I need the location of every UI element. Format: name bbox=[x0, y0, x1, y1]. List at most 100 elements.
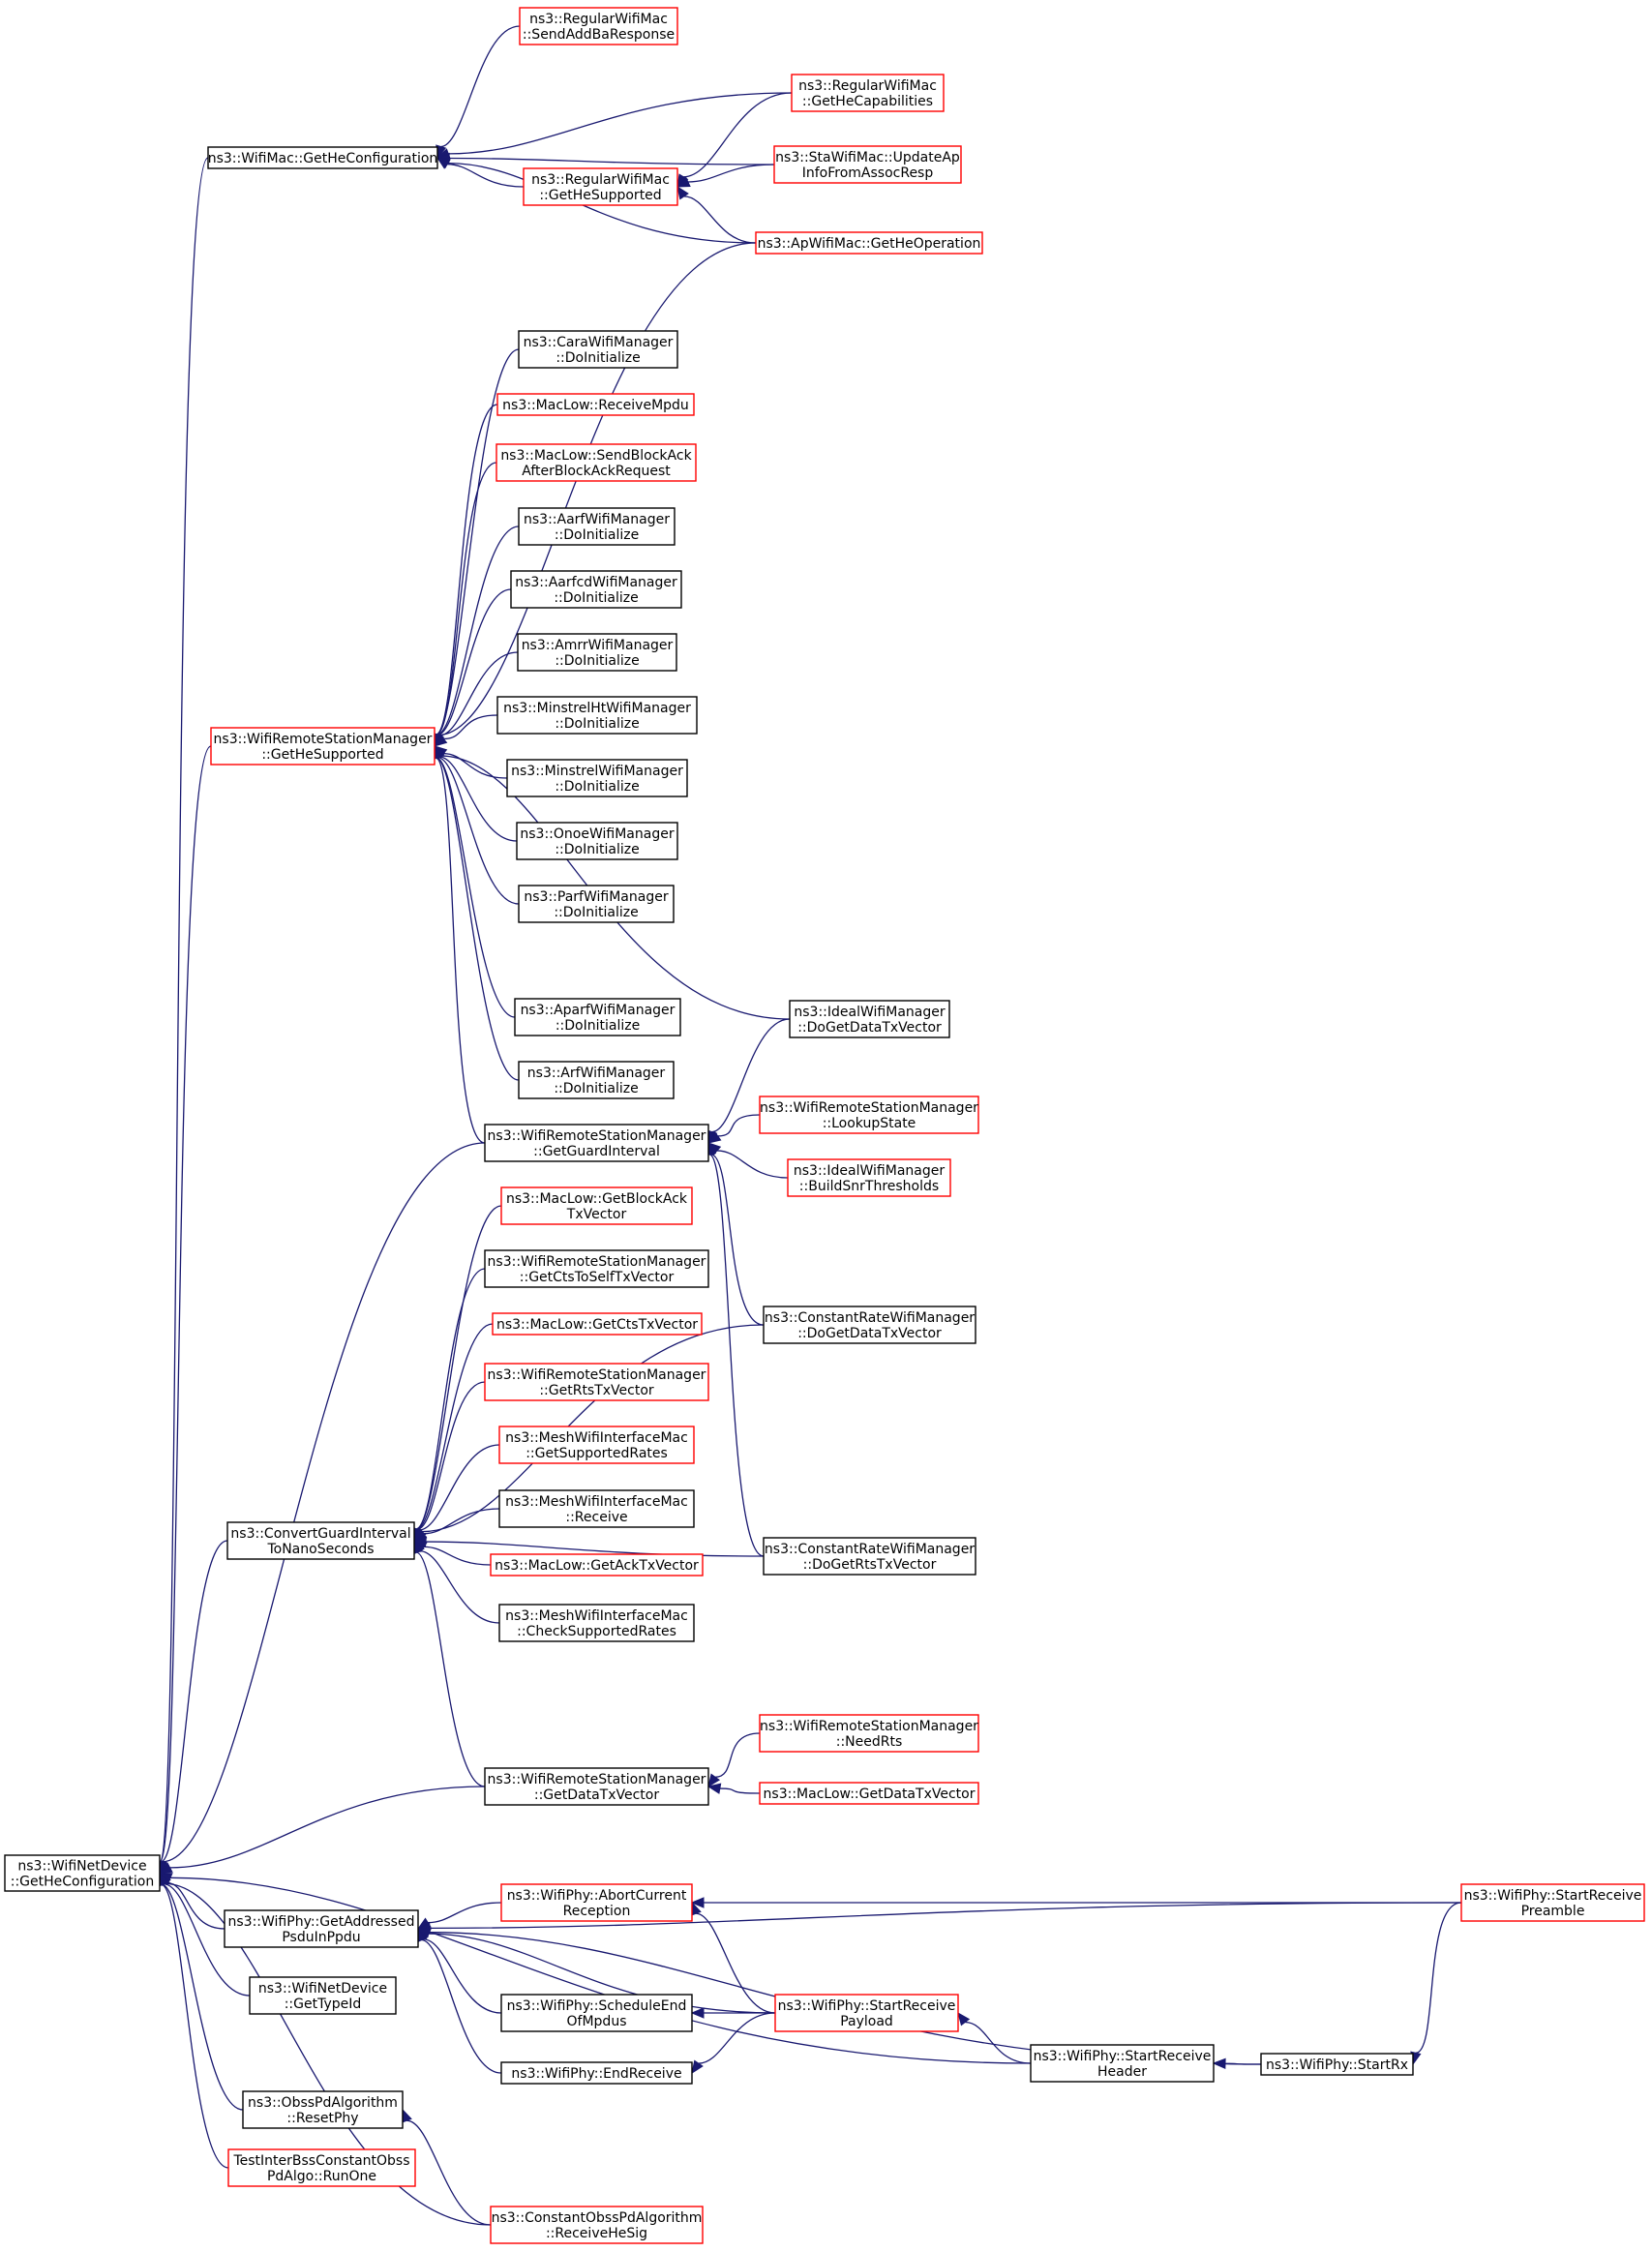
node-label-line: ::GetHeConfiguration bbox=[11, 1875, 154, 1890]
node-ideal_buildsnr[interactable]: ns3::IdealWifiManager::BuildSnrThreshold… bbox=[787, 1158, 951, 1197]
node-box bbox=[227, 2148, 416, 2187]
node-maclow_getack[interactable]: ns3::MacLow::GetAckTxVector bbox=[490, 1553, 704, 1576]
node-label-line: ::DoInitialize bbox=[555, 527, 639, 543]
node-box bbox=[514, 998, 681, 1036]
node-label-line: AfterBlockAckRequest bbox=[522, 464, 671, 479]
node-box bbox=[1260, 2053, 1414, 2076]
node-label-line: ns3::WifiPhy::ScheduleEnd bbox=[507, 1998, 687, 2014]
node-label-line: ns3::ArfWifiManager bbox=[527, 1066, 666, 1081]
node-sta_update[interactable]: ns3::StaWifiMac::UpdateApInfoFromAssocRe… bbox=[773, 145, 962, 184]
node-mesh_receive[interactable]: ns3::MeshWifiInterfaceMac::Receive bbox=[498, 1489, 695, 1528]
node-box bbox=[484, 1249, 709, 1288]
edge-maclow_recvmpdu-to-rsm_getheSupported bbox=[430, 404, 498, 748]
node-label-line: ::GetHeSupported bbox=[539, 188, 661, 203]
node-minstrel_init[interactable]: ns3::MinstrelWifiManager::DoInitialize bbox=[506, 759, 688, 797]
node-label-line: ns3::WifiPhy::EndReceive bbox=[511, 2066, 681, 2082]
node-box bbox=[763, 1537, 976, 1576]
node-rsm_getctstoself[interactable]: ns3::WifiRemoteStationManager::GetCtsToS… bbox=[484, 1249, 709, 1288]
edge-rsm_getgi-to-rsm_getheSupported bbox=[430, 744, 486, 1144]
node-maclow_recvmpdu[interactable]: ns3::MacLow::ReceiveMpdu bbox=[496, 393, 695, 416]
node-box bbox=[500, 1994, 693, 2032]
node-rsm_getheSupported[interactable]: ns3::WifiRemoteStationManager::GetHeSupp… bbox=[210, 727, 436, 766]
node-label-line: ::DoInitialize bbox=[555, 779, 639, 795]
node-label-line: ::LookupState bbox=[823, 1116, 916, 1131]
node-phy_startrx[interactable]: ns3::WifiPhy::StartRx bbox=[1260, 2053, 1414, 2076]
node-cara_init[interactable]: ns3::CaraWifiManager::DoInitialize bbox=[518, 330, 678, 369]
node-label-line: ns3::WifiRemoteStationManager bbox=[488, 1772, 706, 1787]
node-constobss_receivehesig[interactable]: ns3::ConstantObssPdAlgorithm::ReceiveHeS… bbox=[490, 2206, 704, 2244]
node-obss_resetphy[interactable]: ns3::ObssPdAlgorithm::ResetPhy bbox=[242, 2090, 404, 2129]
node-nd_gettypeid[interactable]: ns3::WifiNetDevice::GetTypeId bbox=[249, 1976, 397, 2015]
node-label-line: ns3::WifiRemoteStationManager bbox=[760, 1719, 978, 1734]
node-ap_getheop[interactable]: ns3::ApWifiMac::GetHeOperation bbox=[755, 231, 983, 255]
node-amrr_init[interactable]: ns3::AmrrWifiManager::DoInitialize bbox=[517, 633, 677, 672]
node-rsm_needrts[interactable]: ns3::WifiRemoteStationManager::NeedRts bbox=[759, 1714, 979, 1753]
node-box bbox=[763, 1306, 976, 1344]
edge-rmac_gethesup-to-mac_gethe bbox=[436, 157, 525, 188]
node-minstrelht_init[interactable]: ns3::MinstrelHtWifiManager::DoInitialize bbox=[496, 696, 698, 735]
node-box bbox=[519, 7, 678, 45]
edge-mesh_checksupported-to-convert_gi bbox=[413, 1539, 500, 1624]
node-phy_endreceive[interactable]: ns3::WifiPhy::EndReceive bbox=[500, 2061, 693, 2085]
node-rsm_getgi[interactable]: ns3::WifiRemoteStationManager::GetGuardI… bbox=[484, 1124, 709, 1162]
edge-rsm_getheSupported-to-netdevice_gethe bbox=[154, 745, 212, 1875]
node-maclow_sendba[interactable]: ns3::MacLow::SendBlockAckAfterBlockAckRe… bbox=[496, 443, 697, 482]
node-label-line: PdAlgo::RunOne bbox=[267, 2169, 376, 2184]
node-maclow_getdatatx[interactable]: ns3::MacLow::GetDataTxVector bbox=[759, 1782, 979, 1805]
node-onoe_init[interactable]: ns3::OnoeWifiManager::DoInitialize bbox=[516, 822, 678, 860]
edge-rsm_getdatatx-to-netdevice_gethe bbox=[158, 1786, 486, 1875]
edge-constrate_getrts-to-rsm_getgi bbox=[704, 1141, 765, 1557]
node-mesh_getsupported[interactable]: ns3::MeshWifiInterfaceMac::GetSupportedR… bbox=[498, 1426, 695, 1464]
node-box bbox=[791, 74, 945, 112]
node-box bbox=[500, 1883, 693, 1922]
node-box bbox=[518, 885, 675, 923]
node-mesh_checksupported[interactable]: ns3::MeshWifiInterfaceMac::CheckSupporte… bbox=[498, 1604, 695, 1642]
node-box bbox=[500, 2061, 693, 2085]
node-aparf_init[interactable]: ns3::AparfWifiManager::DoInitialize bbox=[514, 998, 681, 1036]
node-label-line: ns3::WifiRemoteStationManager bbox=[760, 1100, 978, 1116]
node-box bbox=[484, 1124, 709, 1162]
node-netdevice_gethe[interactable]: ns3::WifiNetDevice::GetHeConfiguration bbox=[4, 1854, 161, 1892]
node-label-line: ns3::AarfcdWifiManager bbox=[515, 575, 677, 590]
node-aarf_init[interactable]: ns3::AarfWifiManager::DoInitialize bbox=[518, 507, 676, 546]
node-parf_init[interactable]: ns3::ParfWifiManager::DoInitialize bbox=[518, 885, 675, 923]
node-box bbox=[523, 167, 678, 206]
node-box bbox=[4, 1854, 161, 1892]
node-label-line: ns3::MeshWifiInterfaceMac bbox=[505, 1494, 688, 1510]
node-box bbox=[210, 727, 436, 766]
node-constrate_getdata[interactable]: ns3::ConstantRateWifiManager::DoGetDataT… bbox=[763, 1306, 976, 1344]
node-label-line: ns3::WifiNetDevice bbox=[17, 1859, 146, 1875]
node-maclow_getcts[interactable]: ns3::MacLow::GetCtsTxVector bbox=[492, 1312, 703, 1336]
node-rmac_gethesup[interactable]: ns3::RegularWifiMac::GetHeSupported bbox=[523, 167, 678, 206]
node-mac_gethe[interactable]: ns3::WifiMac::GetHeConfiguration bbox=[207, 146, 438, 169]
node-label-line: ns3::WifiPhy::StartRx bbox=[1266, 2057, 1408, 2073]
node-rsm_getdatatx[interactable]: ns3::WifiRemoteStationManager::GetDataTx… bbox=[484, 1767, 709, 1806]
node-label-line: ::DoInitialize bbox=[554, 590, 638, 606]
node-label-line: ns3::WifiPhy::StartReceive bbox=[1464, 1888, 1642, 1904]
node-rmac_gethecap[interactable]: ns3::RegularWifiMac::GetHeCapabilities bbox=[791, 74, 945, 112]
node-box bbox=[506, 759, 688, 797]
node-rmac_sendaddba[interactable]: ns3::RegularWifiMac::SendAddBaResponse bbox=[519, 7, 678, 45]
node-label-line: ns3::IdealWifiManager bbox=[794, 1163, 945, 1179]
node-rsm_lookup[interactable]: ns3::WifiRemoteStationManager::LookupSta… bbox=[759, 1096, 979, 1134]
node-label-line: ::GetGuardInterval bbox=[533, 1144, 660, 1159]
node-ideal_getdata[interactable]: ns3::IdealWifiManager::DoGetDataTxVector bbox=[789, 1000, 950, 1038]
node-rsm_getrts[interactable]: ns3::WifiRemoteStationManager::GetRtsTxV… bbox=[484, 1363, 709, 1401]
node-arf_init[interactable]: ns3::ArfWifiManager::DoInitialize bbox=[518, 1061, 675, 1099]
node-box bbox=[242, 2090, 404, 2129]
edge-rsm_getctstoself-to-convert_gi bbox=[410, 1268, 486, 1543]
edge-rmac_gethecap-to-mac_gethe bbox=[436, 92, 793, 160]
node-constrate_getrts[interactable]: ns3::ConstantRateWifiManager::DoGetRtsTx… bbox=[763, 1537, 976, 1576]
node-label-line: ns3::RegularWifiMac bbox=[798, 78, 937, 94]
node-aarfcd_init[interactable]: ns3::AarfcdWifiManager::DoInitialize bbox=[510, 570, 682, 609]
node-box bbox=[249, 1976, 397, 2015]
